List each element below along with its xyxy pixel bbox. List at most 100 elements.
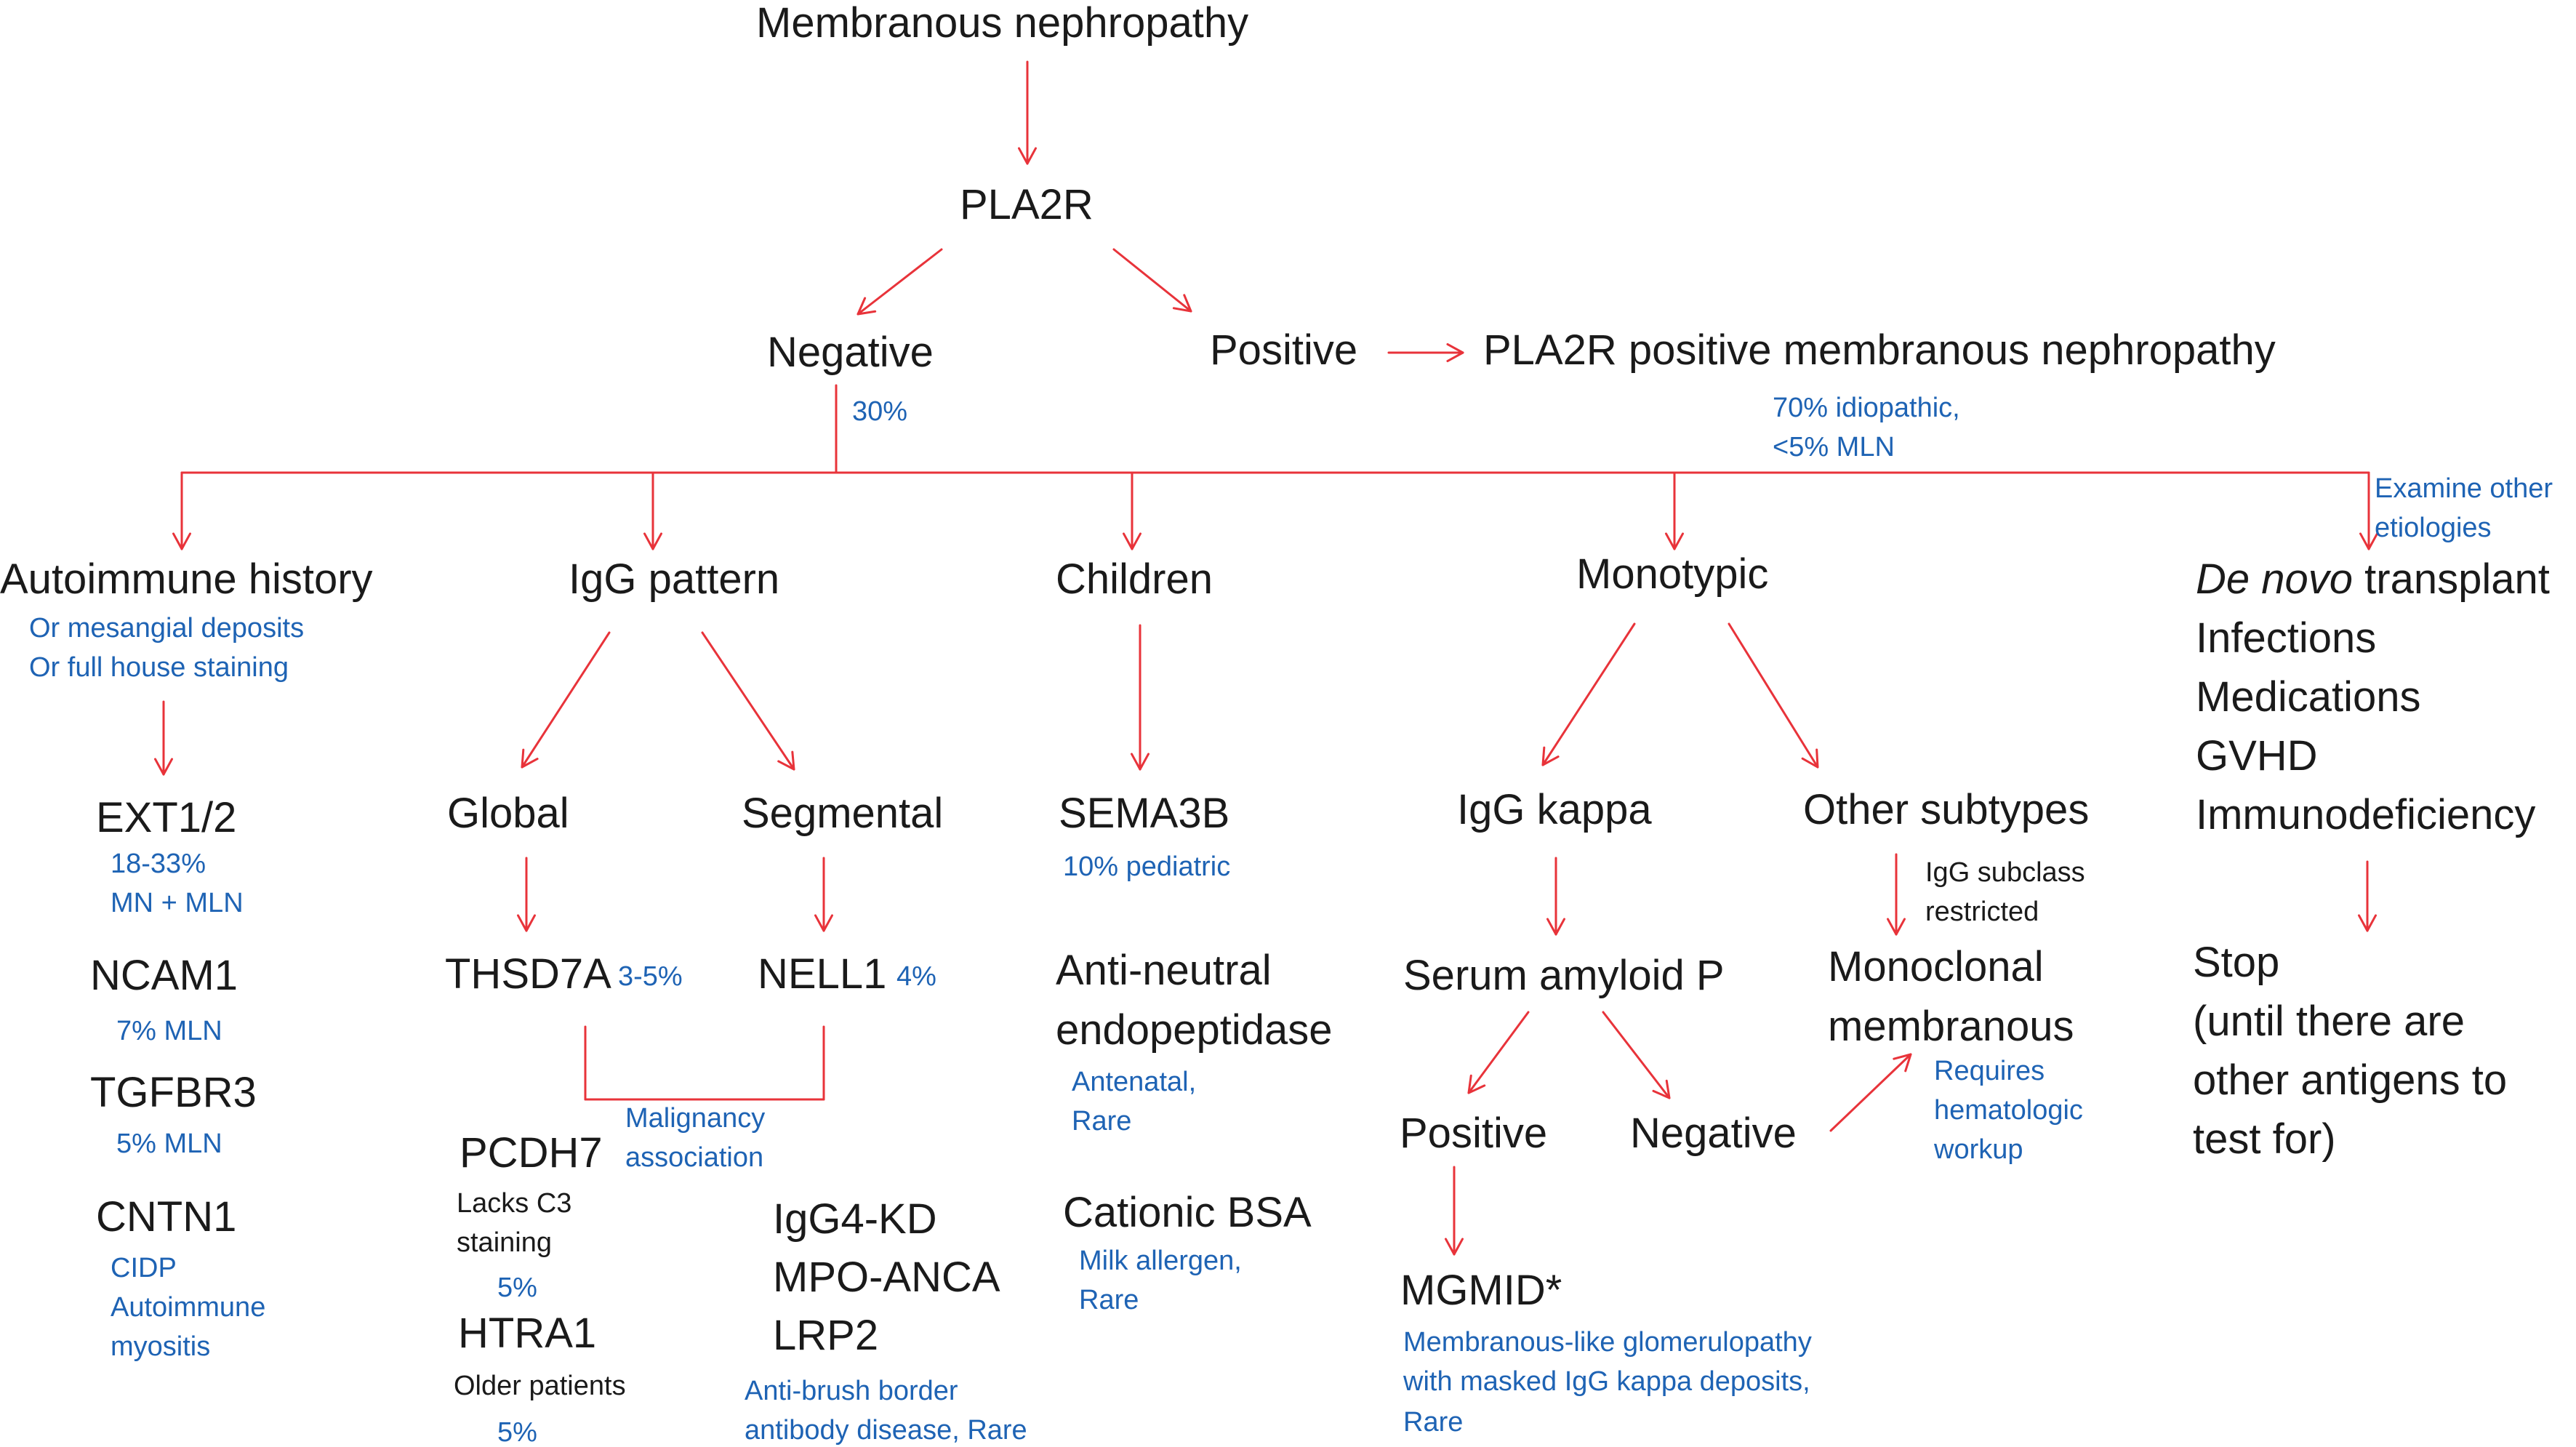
mgmid-note-1: Membranous-like glomerulopathy [1403, 1327, 1812, 1358]
de-novo-italic: De novo [2196, 556, 2354, 603]
arrow-segmental-to-nell1-head [814, 914, 834, 932]
monoclonal-membranous-line-1: Monoclonal [1828, 943, 2044, 990]
mgmid-note-3: Rare [1403, 1407, 1464, 1438]
workup-note-1: Requires [1934, 1056, 2045, 1086]
serum-amyloid-p-node: Serum amyloid P [1403, 952, 1725, 999]
arrow-other-to-monoclonal-head [1886, 918, 1906, 936]
ext12-note-percent: 18-33% [111, 849, 206, 879]
htra1-antigen: HTRA1 [458, 1310, 597, 1357]
arrow-igg-to-global-head [521, 748, 539, 769]
medications-node: Medications [2196, 673, 2421, 721]
workup-note-3: workup [1934, 1134, 2023, 1165]
arrow-monotypic-to-other-head [1801, 748, 1819, 769]
gvhd-node: GVHD [2196, 732, 2318, 779]
sema3b-note: 10% pediatric [1063, 851, 1231, 882]
root-title: Membranous nephropathy [756, 0, 1249, 47]
cationic-bsa-note-milk: Milk allergen, [1079, 1246, 1242, 1276]
arrow-immunodeficiency-to-stop-head [2357, 914, 2378, 932]
arrow-igg-to-segmental [701, 631, 795, 771]
igg-subclass-note-2: restricted [1925, 897, 2039, 927]
igg-subclass-note-1: IgG subclass [1925, 857, 2085, 888]
pla2r-node: PLA2R [960, 181, 1094, 228]
arrow-monotypic-to-kappa [1541, 622, 1636, 766]
arrow-bus-to-children-head [1122, 532, 1142, 550]
infections-node: Infections [2196, 614, 2377, 662]
cntn1-note-cidp: CIDP [111, 1253, 177, 1283]
workup-note-2: hematologic [1934, 1095, 2083, 1126]
malignancy-note-1: Malignancy [625, 1103, 766, 1134]
arrow-pla2r-to-negative [856, 248, 943, 316]
anti-nep-line-1: Anti-neutral [1056, 947, 1272, 994]
htra1-percent: 5% [497, 1417, 537, 1447]
pcdh7-percent: 5% [497, 1272, 537, 1303]
segmental-node: Segmental [742, 790, 944, 837]
positive-note-idiopathic: 70% idiopathic, [1773, 393, 1960, 423]
ncam1-antigen: NCAM1 [90, 952, 238, 999]
arrow-negative-to-monoclonal [1829, 1053, 1912, 1132]
tgfbr3-antigen: TGFBR3 [90, 1069, 257, 1116]
cationic-bsa-node: Cationic BSA [1063, 1189, 1312, 1236]
nell1-percent: 4% [896, 961, 936, 992]
negative-node: Negative [767, 329, 934, 376]
thsd7a-percent: 3-5% [618, 961, 683, 992]
pcdh7-antigen: PCDH7 [460, 1129, 603, 1177]
transplant-text: transplant [2353, 556, 2550, 603]
pcdh7-note-staining: staining [457, 1227, 552, 1258]
stop-line-3: other antigens to [2193, 1057, 2508, 1104]
monoclonal-membranous-line-2: membranous [1828, 1003, 2074, 1050]
htra1-note: Older patients [454, 1371, 626, 1401]
arrow-monotypic-to-kappa-head [1541, 746, 1560, 766]
arrow-bus-to-autoimmune-head [172, 532, 192, 550]
arrow-pla2r-to-positive [1112, 248, 1192, 313]
stop-line-2: (until there are [2193, 998, 2465, 1045]
anti-nep-line-2: endopeptidase [1056, 1006, 1333, 1054]
ext12-note-mn-mln: MN + MLN [111, 888, 244, 918]
arrow-global-to-thsd7a-head [516, 914, 537, 932]
arrow-sap-to-positive [1467, 1011, 1530, 1094]
arrow-kappa-to-sap-head [1546, 918, 1566, 936]
arrow-igg-to-segmental-head [777, 750, 795, 771]
global-node: Global [447, 790, 569, 837]
positive-note-mln: <5% MLN [1773, 432, 1895, 462]
lrp2-note-antibody: antibody disease, Rare [745, 1415, 1027, 1446]
arrow-bus-to-other-head [2359, 532, 2379, 550]
sap-positive-node: Positive [1400, 1110, 1548, 1157]
arrow-sap-to-negative-head [1652, 1079, 1671, 1099]
cntn1-note-autoimmune: Autoimmune [111, 1292, 266, 1323]
pcdh7-note-lacks-c3: Lacks C3 [457, 1188, 572, 1219]
sema3b-antigen: SEMA3B [1059, 790, 1230, 837]
arrow-sap-to-positive-head [1467, 1074, 1486, 1094]
arrow-monotypic-to-other [1728, 622, 1819, 769]
de-novo-transplant-node: De novo transplant [2196, 556, 2550, 603]
nell1-antigen: NELL1 [758, 950, 887, 998]
arrow-root-to-pla2r-head [1017, 147, 1038, 165]
arrow-children-to-sema3b-head [1130, 753, 1150, 771]
examine-other-note-2: etiologies [2375, 513, 2492, 543]
lrp2-note-brush-border: Anti-brush border [745, 1376, 958, 1406]
mpo-anca-node: MPO-ANCA [773, 1254, 1000, 1301]
malignancy-note-2: association [625, 1142, 764, 1173]
arrow-negative-to-monoclonal-head [1893, 1053, 1912, 1073]
anti-nep-note-rare: Rare [1072, 1106, 1132, 1137]
lrp2-antigen: LRP2 [773, 1312, 879, 1359]
pla2r-positive-result: PLA2R positive membranous nephropathy [1483, 326, 2276, 374]
arrow-positive-to-result-head [1446, 342, 1464, 363]
arrow-bus-to-monotypic-head [1664, 532, 1685, 550]
arrow-sap-to-negative [1602, 1011, 1671, 1099]
stop-line-4: test for) [2193, 1115, 2336, 1163]
children-node: Children [1056, 556, 1213, 603]
tgfbr3-note: 5% MLN [116, 1129, 222, 1159]
thsd7a-antigen: THSD7A [445, 950, 611, 998]
arrow-autoimmune-to-ext-head [153, 758, 174, 776]
immunodeficiency-node: Immunodeficiency [2196, 791, 2536, 838]
arrow-bus-to-igg-pattern-head [643, 532, 663, 550]
ncam1-note: 7% MLN [116, 1016, 222, 1046]
sap-negative-node: Negative [1630, 1110, 1797, 1157]
monotypic-node: Monotypic [1576, 550, 1769, 598]
other-subtypes-node: Other subtypes [1803, 786, 2090, 833]
igg4-kd-node: IgG4-KD [773, 1195, 937, 1243]
examine-other-note-1: Examine other [2375, 473, 2553, 504]
ext12-antigen: EXT1/2 [96, 794, 237, 841]
